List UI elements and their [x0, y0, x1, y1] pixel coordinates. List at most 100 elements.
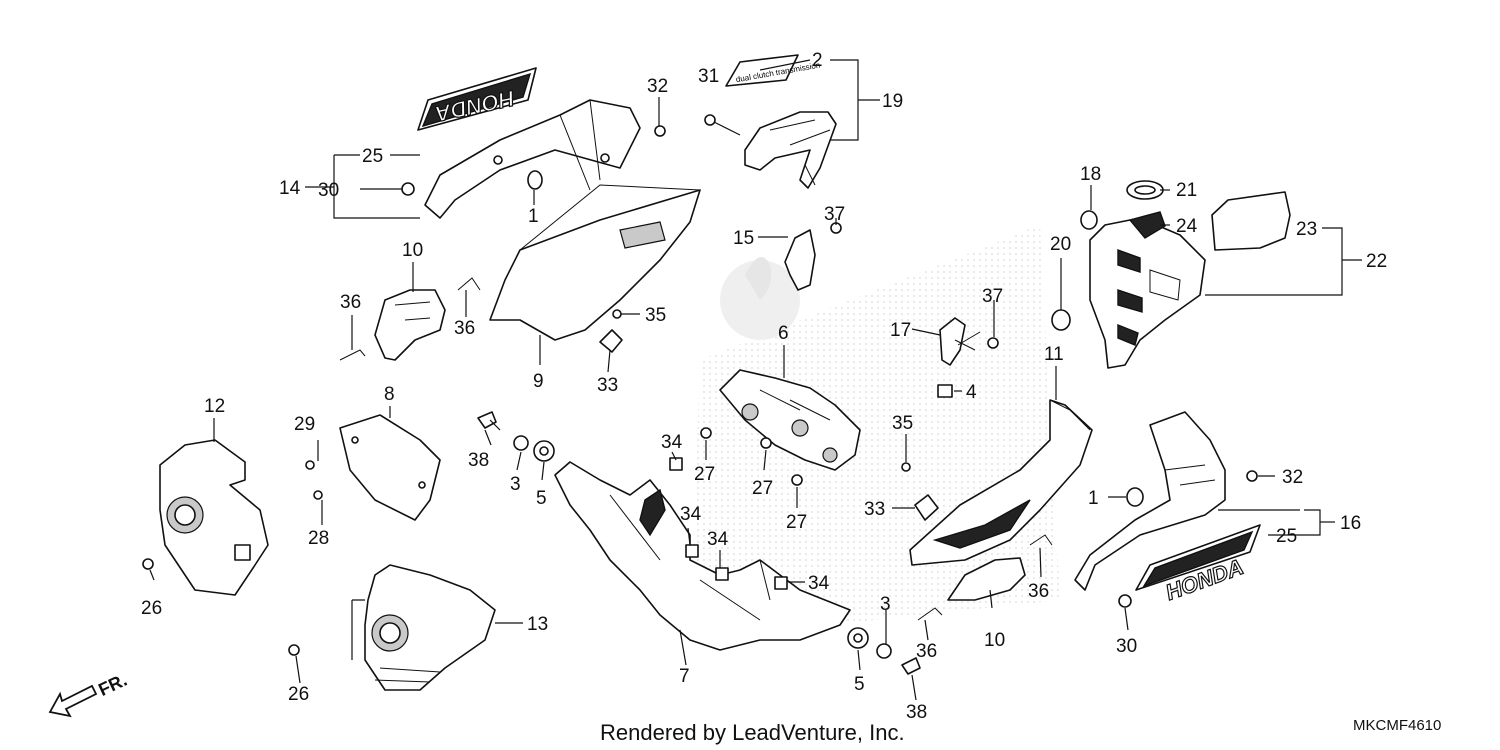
callout-26[interactable]: 26: [141, 598, 162, 619]
part-23-panel[interactable]: [1211, 191, 1291, 251]
callout-4[interactable]: 4: [966, 382, 977, 403]
callout-16[interactable]: 16: [1340, 513, 1361, 534]
part-6-center-bracket[interactable]: [719, 369, 861, 471]
callout-21[interactable]: 21: [1176, 180, 1197, 201]
part-30-screw-left[interactable]: [401, 182, 415, 196]
callout-6[interactable]: 6: [778, 323, 789, 344]
part-3-collar-right[interactable]: [876, 643, 892, 659]
part-21-grommet[interactable]: [1126, 180, 1164, 200]
part-31-screw[interactable]: [704, 114, 716, 126]
part-30-screw-right[interactable]: [1118, 594, 1132, 608]
callout-34[interactable]: 34: [707, 529, 729, 550]
callout-36[interactable]: 36: [1028, 581, 1049, 602]
callout-9[interactable]: 9: [533, 371, 544, 392]
callout-3[interactable]: 3: [510, 474, 521, 495]
part-33-clip-left[interactable]: [599, 329, 623, 353]
callout-8[interactable]: 8: [384, 384, 395, 405]
part-10-inner-cover-left[interactable]: [374, 289, 446, 361]
part-24-clip[interactable]: [1128, 211, 1166, 239]
callout-15[interactable]: 15: [733, 228, 754, 249]
part-25-decal-left[interactable]: HONDA: [417, 67, 537, 131]
part-3-collar-left[interactable]: [513, 435, 529, 451]
callout-7[interactable]: 7: [679, 666, 690, 687]
part-14-left-cover[interactable]: [424, 99, 701, 341]
part-32-screw-top[interactable]: [654, 125, 666, 137]
callout-10[interactable]: 10: [984, 630, 1005, 651]
callout-35[interactable]: 35: [892, 413, 913, 434]
callout-32[interactable]: 32: [647, 76, 668, 97]
callout-10[interactable]: 10: [402, 240, 423, 261]
part-36-clip-right-a[interactable]: [917, 607, 943, 621]
callout-37[interactable]: 37: [824, 204, 845, 225]
callout-27[interactable]: 27: [752, 478, 773, 499]
callout-33[interactable]: 33: [597, 375, 618, 396]
callout-1[interactable]: 1: [528, 206, 539, 227]
callout-36[interactable]: 36: [454, 318, 475, 339]
part-36-clip-left-b[interactable]: [457, 277, 481, 291]
callout-3[interactable]: 3: [880, 594, 891, 615]
callout-24[interactable]: 24: [1176, 216, 1198, 237]
part-37-bolt-b[interactable]: [987, 337, 999, 349]
callout-33[interactable]: 33: [864, 499, 885, 520]
part-35-screw[interactable]: [612, 309, 622, 319]
part-13-front-cover[interactable]: [364, 564, 496, 691]
part-36-clip-left-a[interactable]: [339, 349, 366, 361]
callout-26[interactable]: 26: [288, 684, 309, 705]
callout-12[interactable]: 12: [204, 396, 225, 417]
callout-30[interactable]: 30: [1116, 636, 1137, 657]
callout-20[interactable]: 20: [1050, 234, 1071, 255]
part-5-grommet-right[interactable]: [847, 627, 869, 649]
callout-25[interactable]: 25: [1276, 526, 1297, 547]
callout-36[interactable]: 36: [916, 641, 937, 662]
part-36-clip-right-b[interactable]: [1029, 534, 1053, 546]
part-12-headlight-cover[interactable]: [159, 439, 269, 596]
callout-38[interactable]: 38: [468, 450, 489, 471]
callout-37[interactable]: 37: [982, 286, 1003, 307]
callout-32[interactable]: 32: [1282, 467, 1303, 488]
part-27-screw-c[interactable]: [791, 474, 803, 486]
callout-30[interactable]: 30: [318, 180, 339, 201]
part-32-screw-right[interactable]: [1246, 470, 1258, 482]
callout-11[interactable]: 11: [1044, 344, 1064, 365]
part-28-screw[interactable]: [313, 490, 323, 500]
part-1-grommet-left[interactable]: [527, 170, 543, 190]
part-4-nut[interactable]: [937, 384, 953, 398]
part-34-clip-b[interactable]: [685, 544, 699, 558]
part-2-decal[interactable]: dual clutch transmission: [725, 54, 821, 87]
part-25-decal-right[interactable]: HONDA: [1135, 524, 1261, 606]
callout-14[interactable]: 14: [279, 178, 301, 199]
callout-5[interactable]: 5: [854, 674, 865, 695]
callout-31[interactable]: 31: [698, 66, 719, 87]
callout-38[interactable]: 38: [906, 702, 927, 723]
part-19-cover[interactable]: [744, 111, 837, 189]
part-17-stay[interactable]: [939, 317, 981, 366]
callout-28[interactable]: 28: [308, 528, 329, 549]
callout-22[interactable]: 22: [1366, 251, 1387, 272]
part-16-right-cover[interactable]: [1074, 411, 1226, 591]
callout-1[interactable]: 1: [1088, 488, 1099, 509]
part-7-lower-cowl[interactable]: [554, 461, 851, 651]
part-11-under-cover[interactable]: [909, 399, 1093, 566]
part-26-screw-a[interactable]: [142, 558, 154, 570]
callout-17[interactable]: 17: [890, 320, 911, 341]
callout-19[interactable]: 19: [882, 91, 903, 112]
part-8-bracket[interactable]: [339, 414, 441, 521]
part-27-screw-a[interactable]: [700, 427, 712, 439]
callout-29[interactable]: 29: [294, 414, 315, 435]
callout-5[interactable]: 5: [536, 488, 547, 509]
part-38-bolt-left[interactable]: [477, 411, 501, 431]
part-35-screw-right[interactable]: [901, 462, 911, 472]
callout-27[interactable]: 27: [694, 464, 715, 485]
part-34-clip-d[interactable]: [774, 576, 788, 590]
part-34-clip-a[interactable]: [669, 457, 683, 471]
part-22-cover[interactable]: [1089, 217, 1206, 369]
callout-23[interactable]: 23: [1296, 219, 1317, 240]
part-20-grommet[interactable]: [1051, 309, 1071, 331]
callout-34[interactable]: 34: [661, 432, 683, 453]
callout-35[interactable]: 35: [645, 305, 666, 326]
callout-27[interactable]: 27: [786, 512, 807, 533]
part-34-clip-c[interactable]: [715, 567, 729, 581]
callout-13[interactable]: 13: [527, 614, 548, 635]
part-27-screw-b[interactable]: [760, 437, 772, 449]
part-18-grommet[interactable]: [1080, 210, 1098, 230]
